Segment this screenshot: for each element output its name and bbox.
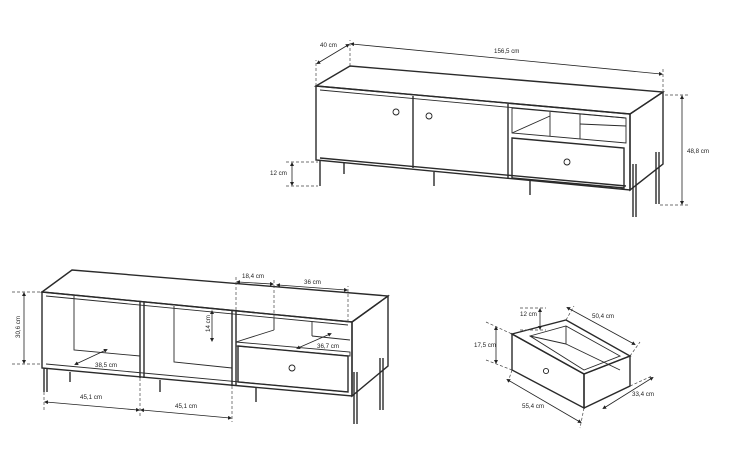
door-knob-right: [425, 112, 433, 120]
cabinet-right-side: [629, 90, 664, 192]
cabinet-perspective-view: 40 cm 156,5 cm 48,8 cm 12 cm: [270, 40, 709, 217]
dim-bay-width-middle-label: 45,1 cm: [175, 403, 197, 410]
drawer-detail-knob: [542, 367, 550, 375]
drawer-front: [511, 137, 625, 189]
dim-drawer-width-label: 36 cm: [304, 279, 321, 286]
dim-shelf-gap-label: 18,4 cm: [242, 273, 264, 280]
cabinet-open-view: 18,4 cm 36 cm 30,6 cm 14 cm 38,5 cm 36,7…: [12, 269, 390, 424]
open-view-drawer: [237, 345, 349, 393]
dim-drawer-side-depth-label: 33,4 cm: [632, 391, 654, 398]
cabinet-front-face: [315, 85, 631, 191]
open-cabinet-front: [41, 291, 353, 397]
dim-drawer-inner-width-label: 50,4 cm: [592, 313, 614, 320]
door-knob-left: [392, 108, 400, 116]
dim-open-shelf-height-label: 14 cm: [205, 315, 212, 332]
dim-drawer-depth-top-label: 12 cm: [520, 311, 537, 318]
dim-inner-depth-left-label: 38,5 cm: [95, 362, 117, 369]
dim-leg-height-label: 12 cm: [270, 170, 287, 177]
dim-interior-height-label: 30,6 cm: [15, 316, 22, 338]
dim-height-label: 48,8 cm: [687, 148, 709, 155]
drawer-detail-view: 12 cm 50,4 cm 17,5 cm 55,4 cm 33,4 cm: [474, 305, 654, 429]
dim-inner-depth-right-label: 36,7 cm: [317, 343, 339, 350]
dim-width-label: 156,5 cm: [494, 48, 519, 55]
dim-bay-width-left-label: 45,1 cm: [80, 394, 102, 401]
open-view-drawer-knob: [288, 364, 296, 372]
dim-depth-label: 40 cm: [320, 42, 337, 49]
dim-drawer-front-width-label: 55,4 cm: [522, 403, 544, 410]
drawer-knob: [563, 158, 571, 166]
open-cabinet-top: [40, 269, 390, 323]
dim-drawer-front-height-label: 17,5 cm: [474, 342, 496, 349]
